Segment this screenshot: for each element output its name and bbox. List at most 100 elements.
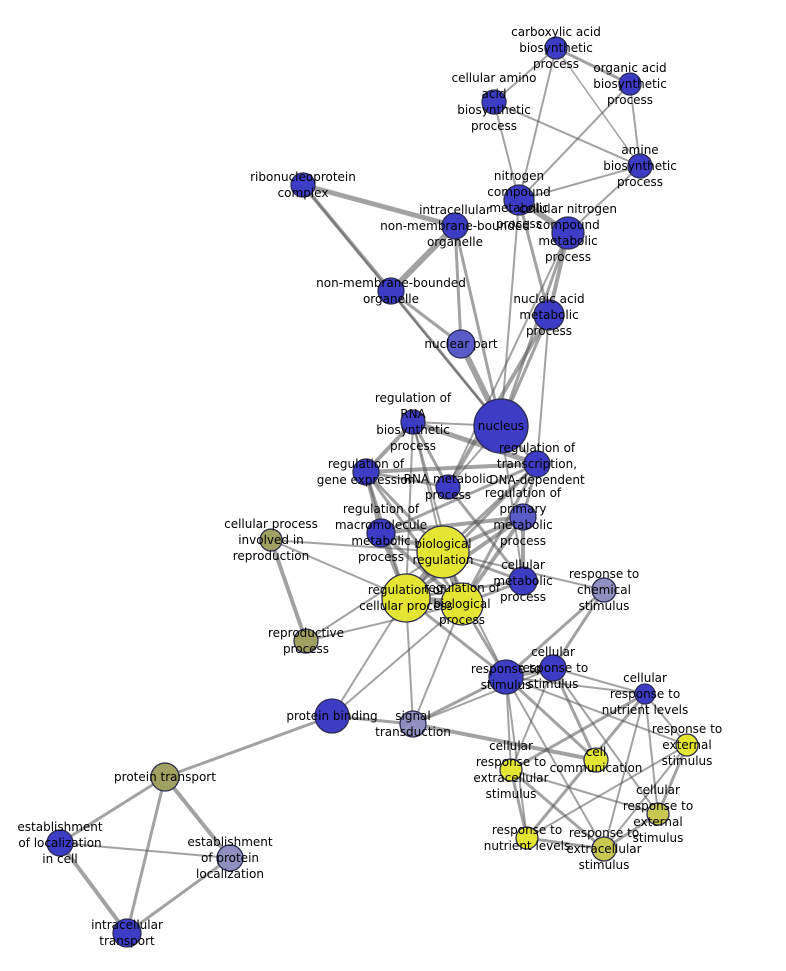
graph-edge <box>517 198 551 317</box>
graph-edge <box>305 551 444 642</box>
node-n16-rna-metabolic-process[interactable] <box>435 474 461 500</box>
graph-edge <box>58 775 167 845</box>
graph-edge <box>270 539 444 553</box>
node-n37-protein-transport[interactable] <box>150 762 180 792</box>
graph-edge <box>518 165 641 201</box>
node-n25-response-to-chemical-stimulus[interactable] <box>591 577 617 603</box>
node-n20-cellular-metabolic-process[interactable] <box>508 566 538 596</box>
node-n17-regulation-of-primary-metabolic-process[interactable] <box>509 503 537 531</box>
node-n30-signal-transduction[interactable] <box>399 710 427 738</box>
graph-edge <box>364 470 450 489</box>
node-n07-ribonucleoprotein-complex[interactable] <box>290 172 316 198</box>
graph-edge <box>305 603 463 642</box>
graph-edge <box>331 603 463 717</box>
graph-edge <box>412 667 554 725</box>
node-n29-protein-binding[interactable] <box>314 698 350 734</box>
node-n19-biological-regulation[interactable] <box>416 525 470 579</box>
node-n31-response-to-external-stimulus[interactable] <box>675 733 699 757</box>
graph-edge <box>510 769 659 815</box>
node-n40-intracellular-transport[interactable] <box>112 918 142 948</box>
graph-edge <box>364 462 539 474</box>
graph-edge <box>410 419 540 467</box>
node-n27-response-to-stimulus[interactable] <box>488 659 524 695</box>
graph-edge <box>504 675 598 762</box>
node-n01-carboxylic-acid-biosynthetic-process[interactable] <box>544 36 568 60</box>
node-n26-cellular-response-to-stimulus[interactable] <box>539 654 567 682</box>
graph-edge <box>405 421 414 599</box>
node-n36-response-to-extracellular-stimulus[interactable] <box>591 836 617 862</box>
node-n03-cellular-amino-acid-biosynthetic-process[interactable] <box>481 89 507 115</box>
node-n09-non-membrane-bounded-organelle[interactable] <box>377 277 405 305</box>
graph-edge <box>493 101 641 167</box>
node-n04-amine-biosynthetic-process[interactable] <box>627 153 653 179</box>
graph-edge <box>493 101 520 201</box>
node-n28-cellular-response-to-nutrient-levels[interactable] <box>634 683 656 705</box>
node-n21-cellular-process-involved-in-reproduction[interactable] <box>259 528 283 552</box>
node-n22-regulation-of-cellular-process[interactable] <box>381 573 431 623</box>
node-n11-nuclear-part[interactable] <box>446 329 476 359</box>
node-n13-regulation-of-rna-biosynthetic-process[interactable] <box>400 409 426 435</box>
node-n02-organic-acid-biosynthetic-process[interactable] <box>618 72 642 96</box>
node-n24-reproductive-process[interactable] <box>293 628 319 654</box>
graph-edge <box>504 588 606 679</box>
graph-edge <box>509 692 647 772</box>
graph-edge <box>518 83 631 201</box>
graph-edge <box>125 856 232 935</box>
graph-edge <box>510 667 554 771</box>
graph-edge <box>453 224 463 346</box>
node-n14-regulation-of-transcription-dna-dependent[interactable] <box>523 450 551 478</box>
node-n39-establishment-of-protein-localization[interactable] <box>216 844 244 872</box>
node-n15-regulation-of-gene-expression[interactable] <box>352 458 380 486</box>
node-n34-cellular-response-to-external-stimulus[interactable] <box>646 802 670 826</box>
graph-edge <box>603 744 688 850</box>
graph-edge <box>509 768 606 851</box>
graph-edge <box>163 714 334 779</box>
graph-edge <box>300 182 458 229</box>
graph-edge <box>525 836 606 851</box>
graph-edge <box>644 693 659 815</box>
graph-edge <box>447 232 569 488</box>
graph-edge <box>505 676 528 839</box>
graph-edge <box>163 775 232 860</box>
graph-edge <box>389 289 503 428</box>
graph-edge <box>554 46 632 86</box>
edges-layer <box>58 46 689 935</box>
graph-edge <box>59 842 231 859</box>
node-n18-regulation-of-macromolecule-metabolic-process[interactable] <box>366 518 396 548</box>
node-n05-nitrogen-compound-metabolic-process[interactable] <box>503 184 535 216</box>
graph-edge <box>499 231 570 428</box>
node-n12-nucleus[interactable] <box>473 398 529 454</box>
node-n38-establishment-of-localization-in-cell[interactable] <box>46 829 74 857</box>
node-n35-response-to-nutrient-levels[interactable] <box>515 826 539 850</box>
node-n08-intracellular-non-membrane-bounded-organelle[interactable] <box>441 212 469 240</box>
graph-edge <box>551 588 606 670</box>
graph-edge <box>411 722 598 762</box>
graph-edge <box>555 47 641 167</box>
node-n10-nucleic-acid-metabolic-process[interactable] <box>533 299 565 331</box>
graph-edge <box>269 538 308 643</box>
graph-edge <box>629 83 641 167</box>
graph-edge <box>505 676 688 746</box>
graph-edge <box>551 666 598 762</box>
graph-edge <box>526 744 688 839</box>
node-n23-regulation-of-biological-process[interactable] <box>440 582 484 626</box>
graph-edge <box>364 470 464 606</box>
graph-edge <box>552 667 646 695</box>
node-n33-cellular-response-to-extracellular-stimulus[interactable] <box>499 758 523 782</box>
node-n06-cellular-nitrogen-compound-metabolic-process[interactable] <box>551 216 585 250</box>
graph-edge <box>493 47 557 103</box>
graph-edge <box>379 515 525 535</box>
graph-edge <box>656 743 689 816</box>
nodes-layer <box>46 36 699 948</box>
graph-edge <box>518 47 557 201</box>
graph-edge <box>536 314 550 465</box>
graph-edge <box>388 223 458 294</box>
graph-edge <box>453 224 503 428</box>
graph-edge <box>125 775 167 935</box>
graph-edge <box>505 676 605 850</box>
node-n32-cell-communication[interactable] <box>583 747 609 773</box>
graph-edge <box>603 693 646 850</box>
graph-edge <box>505 676 646 695</box>
